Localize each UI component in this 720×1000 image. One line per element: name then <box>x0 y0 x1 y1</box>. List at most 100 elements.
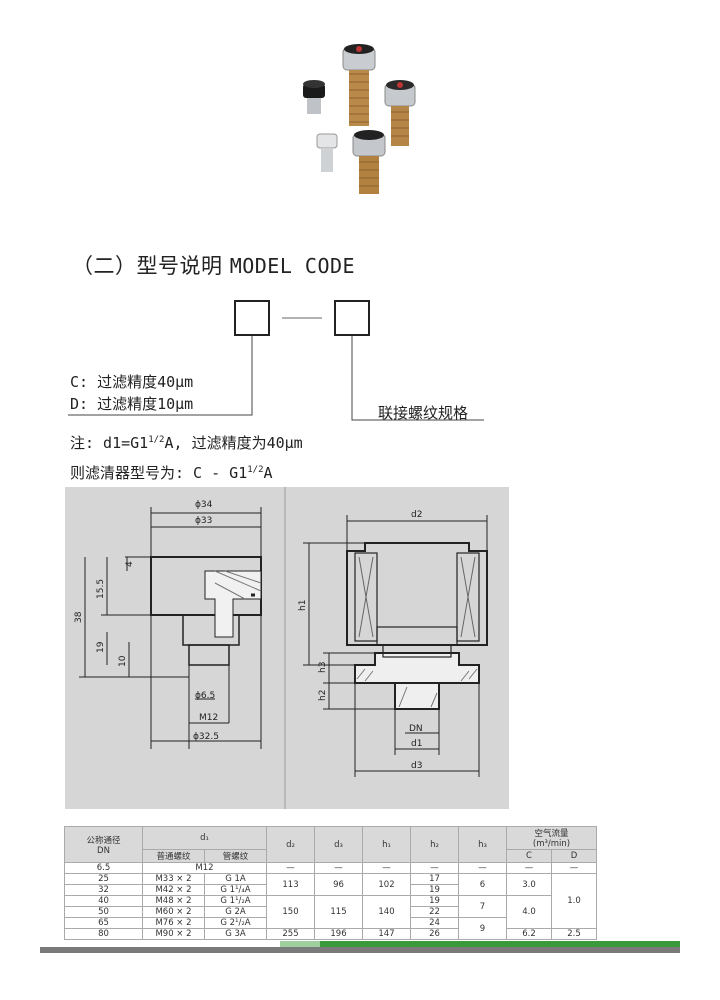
table-cell: 9 <box>458 917 507 940</box>
table-cell: 102 <box>362 873 411 896</box>
table-cell: 40 <box>64 895 143 907</box>
table-cell: — <box>506 862 552 874</box>
model-code-box-precision <box>234 300 270 336</box>
table-cell: G 1¹/₂A <box>204 895 267 907</box>
dim-phi6-5: ϕ6.5 <box>195 691 215 701</box>
table-cell: 150 <box>266 895 315 929</box>
table-cell: 25 <box>64 873 143 885</box>
drawing-left-view <box>79 507 262 749</box>
table-cell: — <box>551 862 597 874</box>
table-cell: — <box>314 862 363 874</box>
table-row: 6.5 M12 — — — — — — — <box>64 862 597 874</box>
table-cell: 113 <box>266 873 315 896</box>
th-d1: d₁ <box>142 826 267 850</box>
th-h3: h₃ <box>458 826 507 863</box>
option-c-text: C: 过滤精度40μm <box>70 373 194 391</box>
table-cell: 17 <box>410 873 459 885</box>
filter-medium-lower <box>352 130 386 194</box>
th-flow: 空气流量(m³/min) <box>506 826 597 850</box>
heading-en: MODEL CODE <box>229 254 356 278</box>
table-cell: G 2A <box>204 906 267 918</box>
dim-38: 38 <box>74 611 84 623</box>
option-d-text: D: 过滤精度10μm <box>70 395 194 413</box>
table-cell: 3.0 <box>506 873 552 896</box>
table-cell: M48 × 2 <box>142 895 205 907</box>
dim-10: 10 <box>118 655 128 667</box>
table-cell: 50 <box>64 906 143 918</box>
th-flow-d: D <box>551 849 597 863</box>
th-d3: d₃ <box>314 826 363 863</box>
dim-4: 4 <box>125 561 135 567</box>
table-cell: M90 × 2 <box>142 928 205 940</box>
table-cell: G 3A <box>204 928 267 940</box>
th-h2: h₂ <box>410 826 459 863</box>
table-cell: 6.2 <box>506 928 552 940</box>
table-cell: G 1A <box>204 873 267 885</box>
filter-small-black <box>303 80 325 114</box>
table-cell: 4.0 <box>506 895 552 929</box>
table-cell: 255 <box>266 928 315 940</box>
section-heading: （二）型号说明 MODEL CODE <box>72 250 355 280</box>
table-cell: 6.5 <box>64 862 143 874</box>
dim-d1: d1 <box>411 739 422 749</box>
table-cell: G 1¹/₄A <box>204 884 267 896</box>
table-cell: 2.5 <box>551 928 597 940</box>
filter-medium-right <box>384 80 416 146</box>
table-cell: 140 <box>362 895 411 929</box>
table-cell: 7 <box>458 895 507 918</box>
filter-large-center <box>342 44 376 126</box>
th-d1-common: 普通螺纹 <box>142 849 205 863</box>
table-cell: 24 <box>410 917 459 929</box>
table-cell: 115 <box>314 895 363 929</box>
dim-15-5: 15.5 <box>96 579 106 599</box>
dim-h2: h2 <box>318 690 328 701</box>
product-photo <box>303 44 416 194</box>
dim-h1: h1 <box>298 600 308 611</box>
table-cell: 196 <box>314 928 363 940</box>
table-cell: — <box>266 862 315 874</box>
dim-phi34: ϕ34 <box>195 500 213 510</box>
dim-h3: h3 <box>318 662 328 673</box>
thread-spec-label: 联接螺纹规格 <box>378 404 469 422</box>
th-h1: h₁ <box>362 826 411 863</box>
note-line-1: 注: d1=G11/2A, 过滤精度为40μm <box>70 434 303 452</box>
th-d2: d₂ <box>266 826 315 863</box>
note-line-2: 则滤清器型号为: C - G11/2A <box>70 464 273 482</box>
table-cell: — <box>410 862 459 874</box>
table-cell: M76 × 2 <box>142 917 205 929</box>
table-cell: 6 <box>458 873 507 896</box>
table-cell: M60 × 2 <box>142 906 205 918</box>
dim-dn: DN <box>409 724 423 734</box>
table-cell: 19 <box>410 884 459 896</box>
table-cell: 147 <box>362 928 411 940</box>
table-cell: M12 <box>142 862 267 874</box>
heading-cn: （二）型号说明 <box>72 254 223 278</box>
table-cell: M42 × 2 <box>142 884 205 896</box>
table-cell: — <box>362 862 411 874</box>
table-cell: 96 <box>314 873 363 896</box>
dim-phi33: ϕ33 <box>195 516 212 526</box>
th-flow-c: C <box>506 849 552 863</box>
table-cell: 1.0 <box>551 873 597 929</box>
table-cell: G 2¹/₂A <box>204 917 267 929</box>
filter-small-silver <box>316 133 338 172</box>
dim-phi32-5: ϕ32.5 <box>193 732 219 742</box>
dim-19: 19 <box>96 641 106 653</box>
table-cell: 19 <box>410 895 459 907</box>
table-cell: M33 × 2 <box>142 873 205 885</box>
dim-m12: M12 <box>199 713 218 723</box>
bottom-color-bar <box>40 941 680 953</box>
dim-d2: d2 <box>411 510 422 520</box>
table-cell: 32 <box>64 884 143 896</box>
th-d1-pipe: 管螺纹 <box>204 849 267 863</box>
model-code-box-thread <box>334 300 370 336</box>
technical-drawing: ϕ34 ϕ33 4 38 15.5 19 10 ϕ6.5 M12 ϕ32.5 <box>65 487 509 809</box>
table-cell: 22 <box>410 906 459 918</box>
table-cell: 26 <box>410 928 459 940</box>
